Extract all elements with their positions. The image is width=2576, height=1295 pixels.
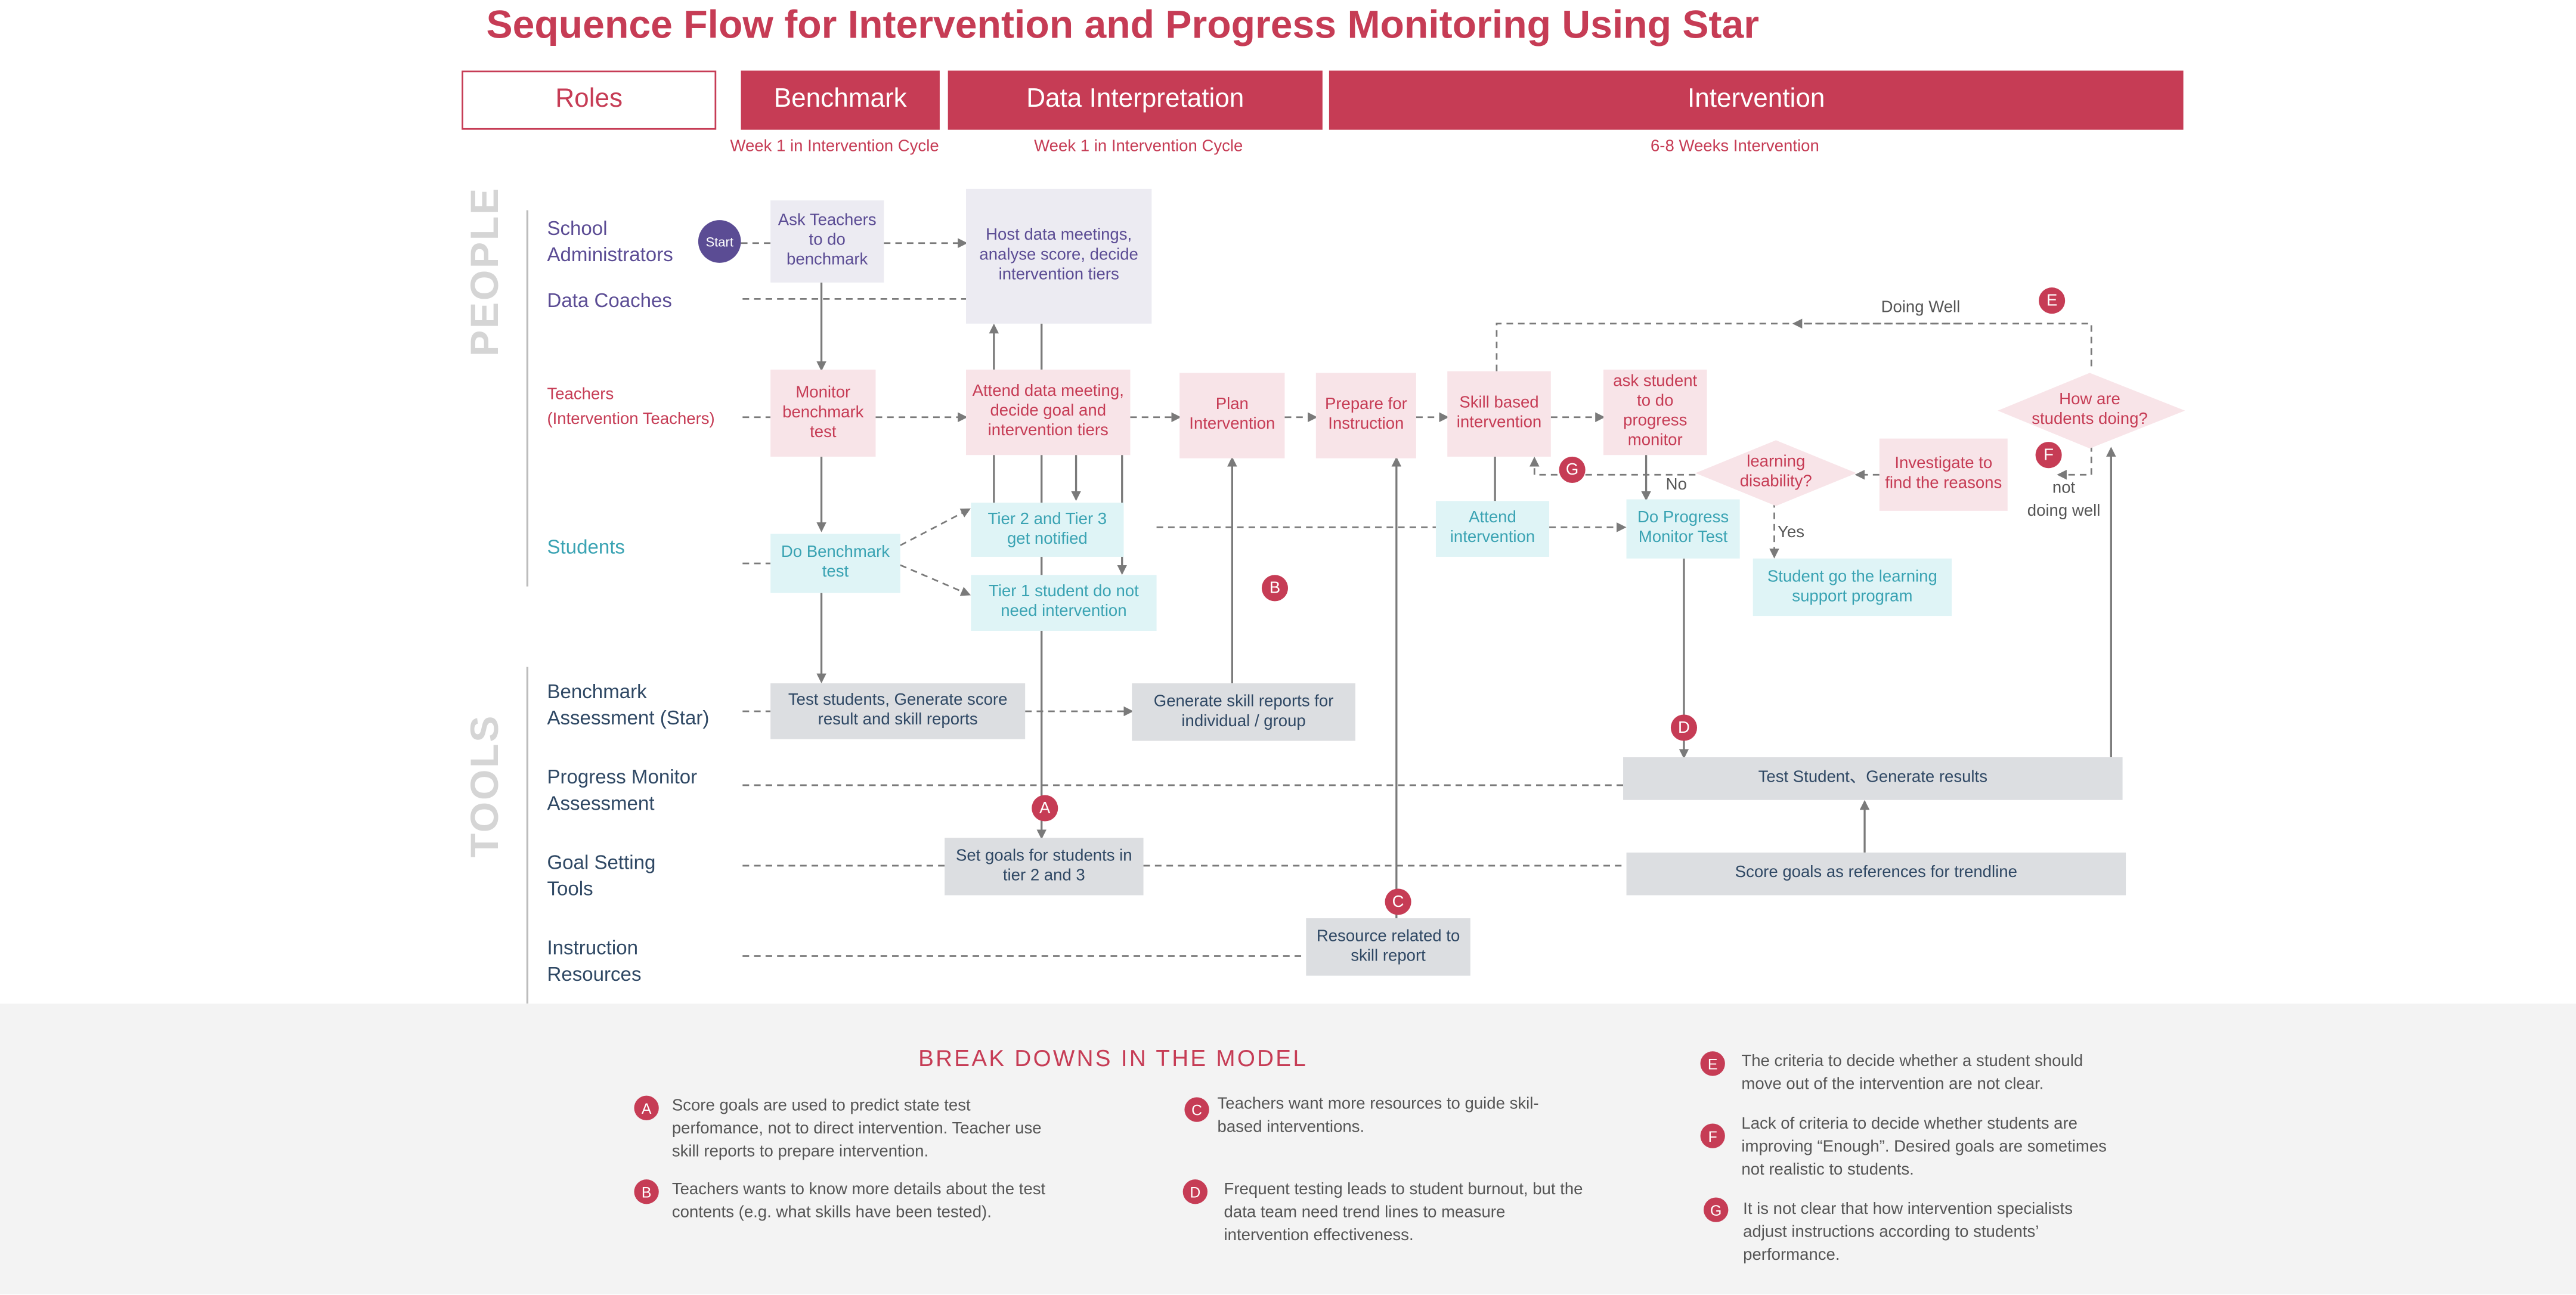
node-attend-data-meeting: Attend data meeting, decide goal and int… xyxy=(965,369,1131,456)
node-skill-based-intervention: Skill based intervention xyxy=(1447,371,1551,457)
header-benchmark: Benchmark xyxy=(741,70,940,130)
breakdown-e: The criteria to decide whether a student… xyxy=(1741,1053,2083,1094)
badge-e: E xyxy=(2039,287,2066,314)
role-instruction-resources: Instruction Resources xyxy=(547,936,642,986)
decision-how-are-students: How are students doing? xyxy=(2032,391,2148,429)
breakdown-g: It is not clear that how intervention sp… xyxy=(1743,1200,2073,1265)
subheader-benchmark: Week 1 in Intervention Cycle xyxy=(730,138,939,156)
flow-connectors xyxy=(526,210,2185,1004)
subheader-intervention: 6-8 Weeks Intervention xyxy=(1650,138,1819,156)
role-students: Students xyxy=(547,535,625,559)
header-roles: Roles xyxy=(462,70,717,130)
badge-b: B xyxy=(1261,575,1288,602)
node-host-data-meetings: Host data meetings, analyse score, decid… xyxy=(965,188,1152,324)
breakdown-badge-d: D xyxy=(1182,1179,1208,1204)
role-progress-monitor-assessment: Progress Monitor Assessment xyxy=(547,765,698,815)
role-benchmark-assessment: Benchmark Assessment (Star) xyxy=(547,680,710,730)
edge-label-no: No xyxy=(1665,476,1687,495)
edge-label-yes: Yes xyxy=(1778,523,1805,543)
node-tier-2-3-notified: Tier 2 and Tier 3 get notified xyxy=(971,503,1124,557)
decision-learning-disability-shape xyxy=(1695,440,1857,506)
node-test-students-generate-score: Test students, Generate score result and… xyxy=(770,683,1026,739)
node-learning-support-program: Student go the learning support program xyxy=(1753,558,1952,616)
node-do-benchmark-test: Do Benchmark test xyxy=(770,534,900,593)
breakdown-b: Teachers wants to know more details abou… xyxy=(671,1181,1046,1222)
breakdown-badge-c: C xyxy=(1184,1097,1209,1122)
edge-label-doing-well: Doing Well xyxy=(1881,299,1961,317)
role-school-administrators: School Administrators xyxy=(547,216,673,267)
breakdown-badge-e: E xyxy=(1700,1051,1725,1076)
node-test-student-generate-results: Test Student、Generate results xyxy=(1623,757,2123,800)
breakdown-badge-b: B xyxy=(634,1179,659,1204)
node-do-progress-monitor-test: Do Progress Monitor Test xyxy=(1626,499,1740,559)
role-goal-setting-tools: Goal Setting Tools xyxy=(547,851,656,900)
breakdown-badge-a: A xyxy=(634,1095,659,1120)
badge-d: D xyxy=(1670,714,1698,741)
badge-c: C xyxy=(1385,888,1411,915)
node-monitor-benchmark: Monitor benchmark test xyxy=(770,369,876,457)
edge-label-not-doing-well: not doing well xyxy=(2027,479,2101,521)
header-data-interpretation: Data Interpretation xyxy=(948,70,1323,130)
breakdown-c: Teachers want more resources to guide sk… xyxy=(1217,1095,1539,1137)
node-prepare-instruction: Prepare for Instruction xyxy=(1315,373,1416,458)
subheader-data-interpretation: Week 1 in Intervention Cycle xyxy=(1034,138,1243,156)
node-attend-intervention: Attend intervention xyxy=(1435,501,1550,557)
node-ask-student-progress-monitor: ask student to do progress monitor xyxy=(1603,369,1707,456)
node-ask-teachers: Ask Teachers to do benchmark xyxy=(770,200,884,283)
node-generate-skill-reports: Generate skill reports for individual / … xyxy=(1132,683,1355,741)
breakdown-a: Score goals are used to predict state te… xyxy=(671,1097,1042,1161)
decision-how-are-students-shape xyxy=(1998,373,2185,449)
node-investigate-reasons: Investigate to find the reasons xyxy=(1879,438,2008,511)
header-intervention: Intervention xyxy=(1329,70,2184,130)
role-teachers: Teachers (Intervention Teachers) xyxy=(547,386,715,429)
node-plan-intervention: Plan Intervention xyxy=(1179,373,1285,458)
node-resource-related-skill-report: Resource related to skill report xyxy=(1306,918,1470,976)
node-score-goals-trendline: Score goals as references for trendline xyxy=(1626,852,2126,896)
badge-g: G xyxy=(1559,456,1586,483)
page-title: Sequence Flow for Intervention and Progr… xyxy=(486,3,1760,48)
breakdown-d: Frequent testing leads to student burnou… xyxy=(1224,1181,1583,1246)
decision-learning-disability: learning disability? xyxy=(1739,453,1812,491)
breakdowns-panel: BREAK DOWNS IN THE MODEL A Score goals a… xyxy=(0,1003,2576,1295)
breakdown-f: Lack of criteria to decide whether stude… xyxy=(1741,1115,2107,1180)
start-node: Start xyxy=(698,220,741,263)
breakdowns-title: BREAK DOWNS IN THE MODEL xyxy=(918,1045,1308,1071)
role-data-coaches: Data Coaches xyxy=(547,289,672,312)
badge-a: A xyxy=(1032,795,1058,822)
breakdown-badge-g: G xyxy=(1704,1197,1729,1222)
node-tier-1-no-intervention: Tier 1 student do not need intervention xyxy=(971,575,1157,631)
breakdown-badge-f: F xyxy=(1700,1123,1725,1148)
badge-f: F xyxy=(2035,442,2062,469)
node-set-goals: Set goals for students in tier 2 and 3 xyxy=(945,838,1144,896)
